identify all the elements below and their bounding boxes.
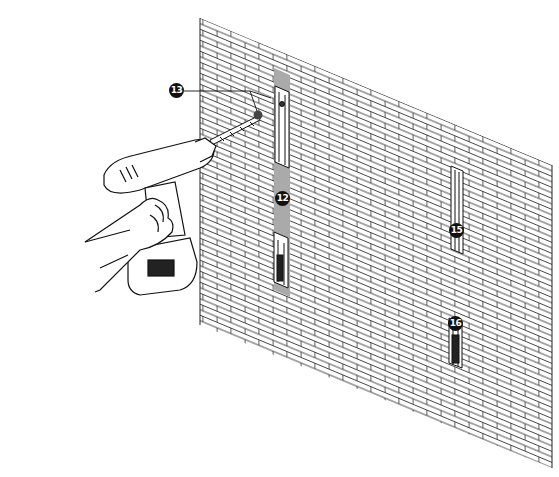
hand [85,198,173,292]
mounting-strip [274,68,290,297]
leader-lines [184,91,271,111]
drill-bit [210,116,260,145]
callout-number: 13 [169,83,184,98]
callout-number: 12 [275,191,290,206]
brick-wall [200,18,552,468]
callout-number: 16 [448,316,463,331]
callout-number: 15 [449,223,464,238]
wall-bracket-lower [274,232,288,288]
wall-bracket-upper [275,86,289,168]
screw-hole [254,111,263,120]
wall-bracket-right-upper [451,166,463,254]
